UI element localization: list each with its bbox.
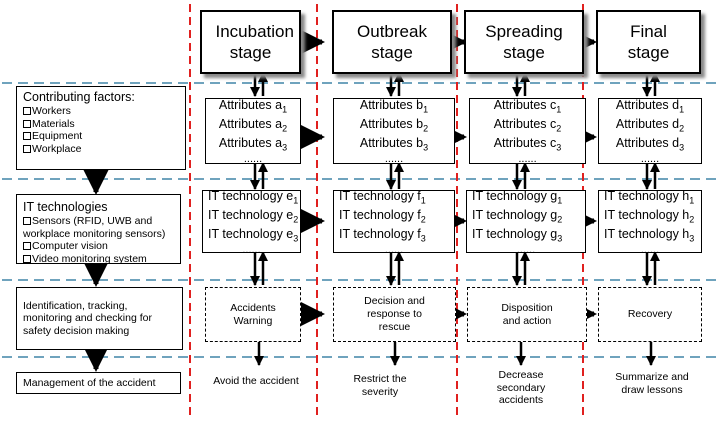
- factor-item: Equipment: [23, 130, 179, 143]
- it-g3: IT technology g3: [472, 226, 563, 244]
- outcome-summarize: Summarize and draw lessons: [615, 371, 689, 396]
- it-h2: IT technology h2: [604, 207, 695, 225]
- response-label: Disposition and action: [501, 301, 553, 327]
- it-f1: IT technology f1: [339, 188, 426, 206]
- attribute-c1: Attributes c1: [493, 98, 562, 115]
- it-e3: IT technology e3: [208, 226, 299, 244]
- checkbox-icon: [23, 132, 31, 140]
- it-g1: IT technology g1: [472, 188, 563, 206]
- attribute-b1: Attributes b1: [359, 98, 429, 115]
- management-box: Management of the accident: [16, 372, 181, 394]
- checkbox-icon: [23, 144, 31, 153]
- attributes-box-d: Attributes d1 Attributes d2 Attributes d…: [598, 98, 702, 165]
- response-box-warning: Accidents Warning: [205, 287, 301, 342]
- attribute-d3: Attributes d3: [615, 136, 685, 153]
- ellipsis: ......: [516, 243, 536, 256]
- checkbox-icon: [23, 242, 31, 250]
- it-e2: IT technology e2: [208, 207, 299, 225]
- attribute-d2: Attributes d2: [615, 117, 685, 134]
- factor-item: Materials: [23, 118, 179, 131]
- factor-item: Workers: [23, 105, 179, 118]
- attribute-d1: Attributes d1: [615, 98, 685, 115]
- attributes-box-c: Attributes c1 Attributes c2 Attributes c…: [469, 98, 586, 165]
- management-text: Management of the accident: [23, 377, 156, 389]
- attributes-box-b: Attributes b1 Attributes b2 Attributes b…: [333, 98, 455, 165]
- checkbox-icon: [23, 107, 31, 115]
- it-box-h: IT technology h1 IT technology h2 IT tec…: [598, 188, 702, 256]
- attribute-a1: Attributes a1: [218, 98, 288, 115]
- stage-label: Final stage: [627, 22, 670, 62]
- ellipsis: ......: [243, 153, 263, 165]
- stage-box-outbreak: Outbreak stage: [332, 10, 452, 74]
- ellipsis: ......: [384, 243, 404, 256]
- it-h1: IT technology h1: [604, 188, 695, 206]
- stage-label: Incubation stage: [215, 22, 294, 62]
- identification-text: Identification, tracking, monitoring and…: [23, 299, 152, 337]
- response-label: Decision and response to rescue: [364, 295, 425, 333]
- identification-box: Identification, tracking, monitoring and…: [16, 287, 183, 350]
- column-arrows: [250, 72, 660, 366]
- checkbox-icon: [23, 254, 31, 263]
- stage-label: Spreading stage: [485, 22, 563, 62]
- outcome-avoid: Avoid the accident: [213, 375, 299, 387]
- it-g2: IT technology g2: [472, 207, 563, 225]
- ellipsis: ......: [518, 153, 537, 165]
- row-dividers: [2, 82, 718, 358]
- stage-arrows: [295, 27, 597, 329]
- it-box-g: IT technology g1 IT technology g2 IT tec…: [466, 188, 586, 256]
- checkbox-icon: [23, 119, 31, 128]
- attribute-c3: Attributes c3: [493, 136, 562, 153]
- it-technologies-box: IT technologies Sensors (RFID, UWB and w…: [16, 194, 181, 266]
- it-item: Computer vision: [23, 240, 174, 253]
- it-box-e: IT technology e1 IT technology e2 IT tec…: [202, 188, 301, 256]
- attribute-a2: Attributes a2: [218, 117, 288, 134]
- checkbox-icon: [23, 217, 31, 225]
- it-item: Sensors (RFID, UWB and workplace monitor…: [23, 215, 166, 240]
- stage-box-incubation: Incubation stage: [200, 10, 301, 74]
- response-box-rescue: Decision and response to rescue: [333, 287, 456, 342]
- it-box-f: IT technology f1 IT technology f2 IT tec…: [333, 188, 455, 256]
- outcome-decrease: Decrease secondary accidents: [496, 369, 546, 406]
- contributing-factors-box: Contributing factors: Workers Materials …: [16, 86, 186, 170]
- it-item: Video monitoring system: [23, 253, 174, 266]
- ellipsis: ......: [640, 243, 660, 256]
- response-box-disposition: Disposition and action: [467, 287, 587, 342]
- it-f2: IT technology f2: [339, 207, 426, 225]
- outcome-restrict: Restrict the severity: [353, 373, 407, 398]
- attribute-c2: Attributes c2: [493, 117, 562, 134]
- stage-box-spreading: Spreading stage: [464, 10, 584, 74]
- attribute-b2: Attributes b2: [359, 117, 429, 134]
- ellipsis: ......: [384, 153, 404, 165]
- ellipsis: ......: [640, 153, 660, 165]
- response-box-recovery: Recovery: [598, 287, 702, 342]
- stage-box-final: Final stage: [596, 10, 701, 74]
- stage-label: Outbreak stage: [357, 22, 427, 62]
- it-f3: IT technology f3: [339, 226, 426, 244]
- attribute-a3: Attributes a3: [218, 136, 288, 153]
- it-title: IT technologies: [23, 200, 108, 214]
- factors-title: Contributing factors:: [23, 90, 135, 104]
- response-label: Accidents Warning: [230, 301, 276, 327]
- response-label: Recovery: [627, 308, 673, 320]
- it-h3: IT technology h3: [604, 226, 695, 244]
- attribute-b3: Attributes b3: [359, 136, 429, 153]
- attributes-box-a: Attributes a1 Attributes a2 Attributes a…: [205, 98, 301, 165]
- it-e1: IT technology e1: [208, 188, 299, 206]
- ellipsis: ......: [242, 243, 261, 256]
- factor-item: Workplace: [23, 143, 179, 156]
